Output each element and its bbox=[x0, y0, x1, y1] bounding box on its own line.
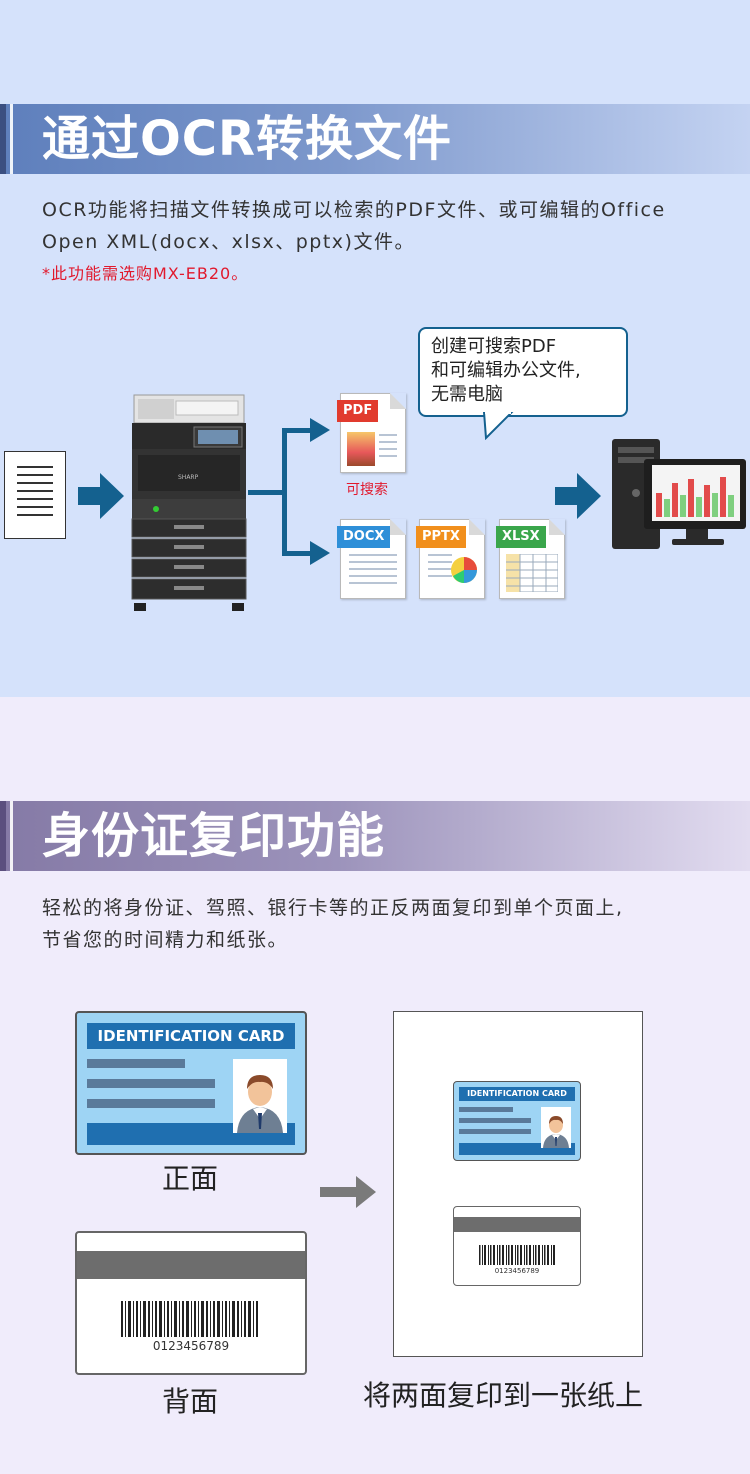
id-card-header: IDENTIFICATION CARD bbox=[87, 1023, 295, 1049]
id-title-banner: 身份证复印功能 bbox=[0, 801, 750, 871]
xlsx-tag: XLSX bbox=[496, 526, 546, 548]
ocr-desc-line1: OCR功能将扫描文件转换成可以检索的PDF文件、或可编辑的Office bbox=[42, 199, 666, 221]
id-card-front: IDENTIFICATION CARD bbox=[75, 1011, 307, 1155]
docx-file-icon: DOCX bbox=[337, 519, 406, 599]
pdf-file-icon: PDF bbox=[337, 393, 406, 473]
result-magnetic-stripe bbox=[454, 1217, 580, 1232]
branch-arrows-icon bbox=[248, 418, 330, 565]
result-id-card-back: 0123456789 bbox=[453, 1206, 581, 1286]
copier-machine-icon: SHARP bbox=[131, 394, 247, 611]
arrow-right-icon bbox=[320, 1176, 376, 1208]
front-label: 正面 bbox=[162, 1162, 219, 1195]
result-page: IDENTIFICATION CARD bbox=[393, 1011, 643, 1357]
barcode-number: 0123456789 bbox=[152, 1339, 230, 1353]
ocr-section-title: 通过OCR转换文件 bbox=[42, 111, 452, 167]
banner-accent-line bbox=[10, 104, 13, 174]
barcode-icon bbox=[121, 1301, 258, 1337]
arrow-right-icon bbox=[555, 473, 601, 519]
result-card-header: IDENTIFICATION CARD bbox=[459, 1087, 575, 1101]
feature-speech-bubble: 创建可搜索PDF 和可编辑办公文件, 无需电脑 bbox=[418, 327, 628, 417]
id-desc-line1: 轻松的将身份证、驾照、银行卡等的正反两面复印到单个页面上, bbox=[42, 897, 624, 919]
ocr-title-banner: 通过OCR转换文件 bbox=[0, 104, 750, 174]
docx-tag: DOCX bbox=[337, 526, 391, 548]
id-card-back: 0123456789 bbox=[75, 1231, 307, 1375]
section-gap bbox=[0, 697, 750, 797]
svg-text:SHARP: SHARP bbox=[178, 474, 199, 481]
result-id-photo-avatar bbox=[541, 1107, 571, 1148]
result-barcode-icon bbox=[479, 1245, 555, 1265]
pptx-tag: PPTX bbox=[416, 526, 466, 548]
pptx-file-icon: PPTX bbox=[416, 519, 485, 599]
bubble-tail bbox=[482, 412, 514, 440]
bubble-line3: 无需电脑 bbox=[431, 384, 503, 405]
paper-document-icon bbox=[4, 451, 66, 539]
id-section-title: 身份证复印功能 bbox=[42, 808, 386, 864]
banner-accent-bar bbox=[0, 801, 6, 871]
pdf-tag: PDF bbox=[337, 400, 379, 422]
ocr-note: *此功能需选购MX-EB20。 bbox=[42, 264, 249, 283]
banner-accent-bar bbox=[0, 104, 6, 174]
magnetic-stripe bbox=[77, 1251, 305, 1279]
id-photo-avatar bbox=[233, 1059, 287, 1133]
pdf-searchable-caption: 可搜索 bbox=[346, 482, 388, 498]
xlsx-file-icon: XLSX bbox=[496, 519, 565, 599]
ocr-desc-line2: Open XML(docx、xlsx、pptx)文件。 bbox=[42, 231, 415, 253]
computer-icon bbox=[612, 439, 746, 549]
back-label: 背面 bbox=[162, 1385, 219, 1418]
result-barcode-number: 0123456789 bbox=[494, 1267, 540, 1275]
banner-accent-line bbox=[10, 801, 13, 871]
id-desc-line2: 节省您的时间精力和纸张。 bbox=[42, 929, 289, 951]
bubble-line1: 创建可搜索PDF bbox=[431, 336, 557, 357]
arrow-right-icon bbox=[78, 473, 124, 519]
result-label: 将两面复印到一张纸上 bbox=[363, 1379, 644, 1412]
bubble-line2: 和可编辑办公文件, bbox=[431, 360, 581, 381]
result-id-card-front: IDENTIFICATION CARD bbox=[453, 1081, 581, 1161]
